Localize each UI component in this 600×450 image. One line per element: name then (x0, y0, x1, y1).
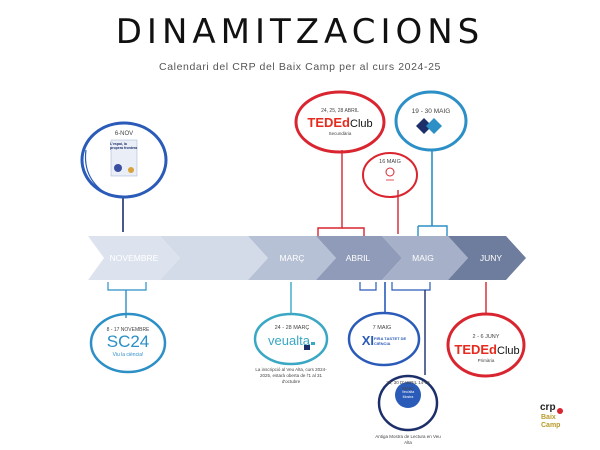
crp-logo-line1: Baix (541, 414, 556, 421)
event-circle-ted-sec (294, 90, 386, 154)
event-date-19-30: 19 - 30 MAIG (411, 108, 451, 115)
event-circle-ted-pri (446, 312, 526, 378)
month-label-maig: MAIG (412, 253, 434, 263)
fira-logo-text: FIRA TASTET DE CIÈNCIA (374, 336, 407, 346)
ted-logo-ted: TEDEd (454, 342, 497, 357)
page-subtitle: Calendari del CRP del Baix Camp per al c… (159, 61, 441, 73)
month-chevron-marc (248, 236, 336, 280)
event-circle-6nov (80, 121, 168, 199)
sc24-logo: SC24 (106, 332, 150, 351)
month-chevron-juny (448, 236, 526, 280)
ted-logo-pri: TEDEdClub (449, 342, 525, 357)
month-chevron-abril (316, 236, 402, 280)
ted-logo-ted: TEDEd (307, 115, 350, 130)
event-date-29-30: 29, 30 D'ABRIL 14-16 MAIG (386, 380, 430, 391)
veualta-logo: veualta (268, 333, 310, 348)
mostra-badge: Veu'alta Mostra (401, 390, 415, 399)
event-circle-7maig (347, 311, 421, 367)
fira-logo-num: XI (361, 333, 374, 348)
mostra-caption: Antiga Mostra de Lectura en Veu Alta (375, 434, 441, 445)
month-label-marc: MARÇ (279, 253, 305, 263)
event-date-16maig: 16 MAIG (379, 159, 401, 165)
crp-logo-line2: Camp (541, 422, 561, 429)
month-label-novembre: NOVEMBRE (109, 253, 159, 263)
month-label-abril: ABRIL (345, 253, 371, 263)
sc24-tagline: Viu la ciència! (112, 352, 144, 358)
ted-caption-sec: Secundària (328, 131, 352, 136)
event-circle-sc24 (89, 312, 167, 374)
event-date-sc24: 8 - 17 NOVEMBRE (106, 327, 150, 333)
event-date-7maig: 7 MAIG (372, 325, 392, 331)
event-date-ted-sec: 24, 25, 28 ABRIL (321, 108, 359, 114)
month-chevron-maig (382, 236, 468, 280)
ted-logo-club: Club (497, 345, 520, 357)
month-label-juny: JUNY (479, 253, 503, 263)
event-circle-veualta (253, 312, 329, 366)
veualta-note: La inscripció al Veu Alta, curs 2024-202… (255, 367, 327, 384)
event-date-ted-pri: 2 - 6 JUNY (472, 334, 500, 340)
ted-logo-club: Club (350, 118, 373, 130)
event-circle-19-30 (394, 90, 468, 152)
crp-logo: crp (540, 402, 556, 413)
page-title: DINAMITZACIONS (115, 12, 485, 52)
event-circle-16maig (362, 152, 418, 198)
ted-caption-pri: Primària (477, 358, 495, 363)
event-date-veualta: 24 - 28 MARÇ (274, 325, 310, 331)
ted-logo-sec: TEDEdClub (302, 115, 378, 130)
poster-title: L'espai, la propera frontera (110, 142, 138, 151)
month-chevron-novembre (88, 236, 180, 280)
month-chevron-blank (160, 236, 268, 280)
event-circle-29-30 (377, 374, 439, 432)
event-date-6nov: 6-NOV (114, 131, 134, 137)
